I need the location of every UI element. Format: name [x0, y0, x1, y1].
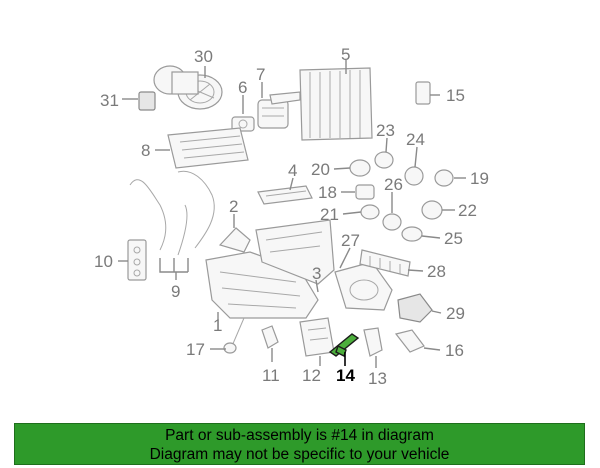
callout-9: 9: [171, 282, 180, 301]
callout-22: 22: [458, 201, 477, 220]
part-28-panel: [359, 249, 411, 277]
callout-23: 23: [376, 121, 395, 140]
callout-15: 15: [446, 86, 465, 105]
callout-7: 7: [256, 65, 265, 84]
callout-10: 10: [94, 252, 113, 271]
part-14-highlighted[interactable]: [328, 333, 360, 357]
callout-3: 3: [312, 264, 321, 283]
callout-17: 17: [186, 340, 205, 359]
part-4-filter: [257, 185, 313, 205]
callout-27: 27: [341, 231, 360, 250]
callout-14-highlighted: 14: [336, 366, 355, 385]
callout-2: 2: [229, 197, 238, 216]
part-17-rod: [223, 317, 245, 354]
callout-26: 26: [384, 175, 403, 194]
callout-29: 29: [446, 304, 465, 323]
callout-4: 4: [288, 161, 297, 180]
callout-25: 25: [444, 229, 463, 248]
callout-19: 19: [470, 169, 489, 188]
callout-6: 6: [238, 78, 247, 97]
part-10-bracket: [127, 239, 147, 281]
part-18-switch: [355, 184, 375, 200]
part-20-sensor: [349, 159, 371, 177]
part-1-heater-housing: [205, 219, 335, 319]
callout-labels: 30 5 31 6 7 15 8 23 24 20 19 4 18 26 21 …: [94, 45, 489, 388]
callout-20: 20: [311, 160, 330, 179]
banner-line-1: Part or sub-assembly is #14 in diagram: [165, 427, 434, 444]
part-7-actuator: [257, 99, 289, 129]
part-21-sensor: [360, 204, 380, 220]
callout-28: 28: [427, 262, 446, 281]
part-15-connector: [415, 81, 431, 105]
callout-8: 8: [141, 141, 150, 160]
part-2-cover: [218, 227, 251, 253]
callout-24: 24: [406, 130, 425, 149]
leader-lines: [118, 60, 466, 368]
part-29-actuator: [397, 293, 433, 323]
callout-11: 11: [262, 366, 280, 385]
part-24-valve: [404, 166, 424, 186]
part-16-clip: [394, 329, 425, 353]
callout-18: 18: [318, 183, 337, 202]
part-22-valve: [421, 200, 443, 220]
callout-5: 5: [341, 45, 350, 64]
part-8-heater-core: [167, 127, 249, 169]
part-23-valve: [374, 151, 394, 169]
banner-line-2: Diagram may not be specific to your vehi…: [149, 446, 450, 463]
callout-16: 16: [445, 341, 464, 360]
part-11-knob: [261, 325, 279, 349]
part-25-valve: [401, 226, 423, 242]
callout-1: 1: [213, 316, 222, 335]
callout-30: 30: [194, 47, 213, 66]
callout-31: 31: [100, 91, 119, 110]
part-13-bracket: [363, 327, 383, 357]
part-5-evaporator: [269, 67, 373, 141]
part-31-resistor: [138, 91, 156, 111]
part-12-bracket: [299, 317, 335, 357]
part-26-valve: [382, 213, 402, 231]
callout-12: 12: [302, 366, 321, 385]
callout-13: 13: [368, 369, 387, 388]
exploded-parts-diagram: 30 5 31 6 7 15 8 23 24 20 19 4 18 26 21 …: [94, 45, 489, 388]
part-6-sensor: [231, 116, 255, 132]
info-banner: Part or sub-assembly is #14 in diagram D…: [14, 423, 585, 465]
callout-21: 21: [320, 205, 339, 224]
part-9-hoses: [129, 170, 215, 256]
part-19-sensor: [434, 169, 454, 187]
part-30-blower-motor: [153, 65, 223, 110]
